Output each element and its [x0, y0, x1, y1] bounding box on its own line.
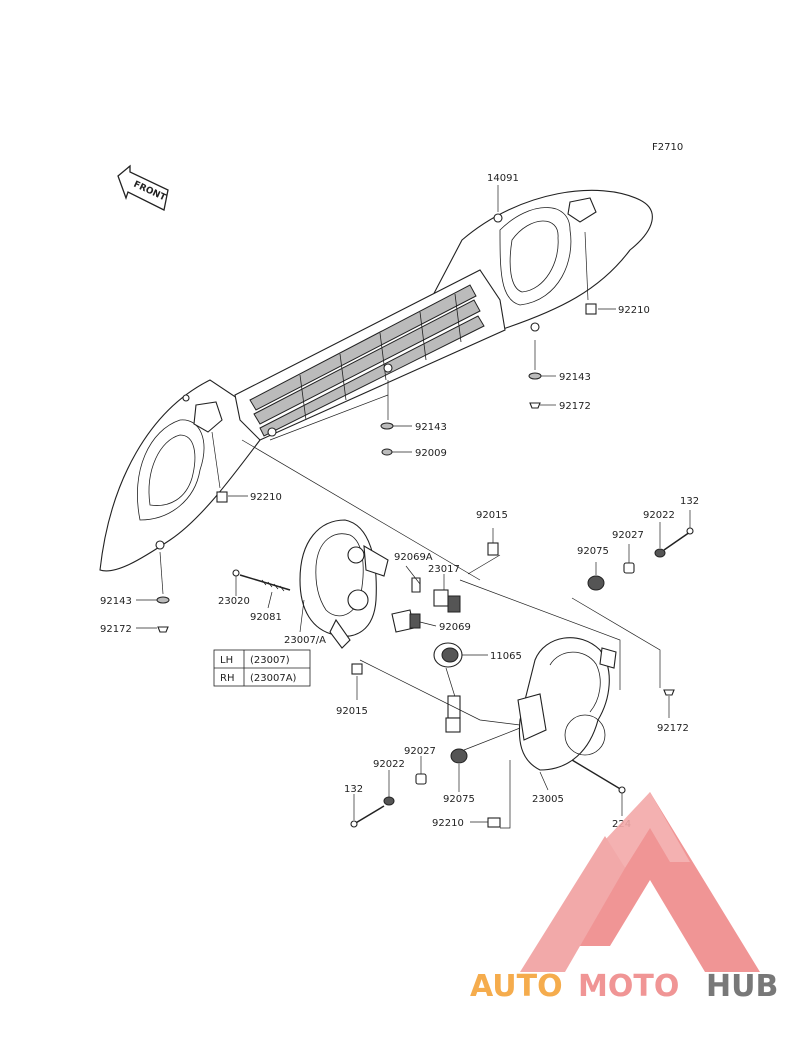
headlamp-rh-23005: [517, 637, 617, 771]
screw-132-b: [350, 805, 385, 828]
nut-92143-c: [156, 596, 170, 604]
callout-92027-a: 92027: [612, 530, 644, 541]
screw-92172-c: [157, 626, 169, 633]
callout-labels: 14091 92210 92143 92172 92143 92009 9221…: [100, 173, 699, 830]
callout-23007A: 23007/A: [284, 635, 326, 646]
collar-92027-b: [415, 773, 427, 785]
screw-92172-d: [663, 689, 675, 696]
callout-14091: 14091: [487, 173, 519, 184]
headlight-cowl: [99, 189, 653, 572]
automotohub-watermark: AUTO MOTO HUB: [470, 792, 778, 1004]
callout-92075-a: 92075: [577, 546, 609, 557]
callout-92015-a: 92015: [476, 510, 508, 521]
callout-92172-a: 92172: [559, 401, 591, 412]
bulb-92069a: [411, 577, 421, 593]
washer-92022-a: [654, 548, 666, 558]
callout-11065: 11065: [490, 651, 522, 662]
screw-92172-a: [529, 402, 541, 409]
callout-92022-a: 92022: [643, 510, 675, 521]
watermark-hub: HUB: [706, 969, 778, 1004]
callout-92210-c: 92210: [432, 818, 464, 829]
side-table-lh-label: LH: [220, 655, 233, 666]
callout-92027-b: 92027: [404, 746, 436, 757]
callout-92210-b: 92210: [250, 492, 282, 503]
side-table: LH (23007) RH (23007A): [213, 649, 311, 687]
socket-92069: [391, 609, 421, 633]
callout-92143-c: 92143: [100, 596, 132, 607]
clip-92210-b: [216, 491, 228, 503]
callout-132-a: 132: [680, 496, 699, 507]
clip-92015-a: [487, 542, 499, 556]
bulb-23017: [433, 589, 461, 613]
side-table-rh-part: (23007A): [250, 673, 297, 684]
socket-11065: [433, 642, 463, 668]
nut-92143-a: [528, 372, 542, 380]
grommet-92075-a: [587, 575, 605, 591]
grille-slats: [249, 284, 485, 437]
clip-92210-c: [487, 817, 501, 828]
side-table-lh-part: (23007): [250, 655, 290, 666]
watermark-moto: MOTO: [578, 969, 679, 1004]
washer-92022-b: [383, 796, 395, 806]
screw-132-a: [663, 527, 694, 551]
headlamp-lh-23007: [299, 519, 389, 649]
callout-92069A: 92069A: [394, 552, 433, 563]
callout-92009: 92009: [415, 448, 447, 459]
callout-92022-b: 92022: [373, 759, 405, 770]
clip-92210-a: [585, 303, 597, 315]
callout-92172-c: 92172: [100, 624, 132, 635]
figure-code: F2710: [652, 142, 683, 153]
callout-92210-a: 92210: [618, 305, 650, 316]
front-arrow-icon: FRONT: [117, 164, 169, 211]
callout-92143-b: 92143: [415, 422, 447, 433]
watermark-auto: AUTO: [470, 969, 563, 1004]
nut-92143-b: [380, 422, 394, 430]
screw-224: [571, 759, 626, 794]
triangle-logo-icon: [520, 792, 760, 972]
washer-92009: [381, 448, 393, 456]
grommet-23020: [232, 569, 240, 577]
screw-92081: [239, 574, 291, 592]
clip-92015-b: [351, 663, 363, 675]
callout-92075-b: 92075: [443, 794, 475, 805]
callout-92015-b: 92015: [336, 706, 368, 717]
callout-132-b: 132: [344, 784, 363, 795]
callout-92069: 92069: [439, 622, 471, 633]
callout-92081: 92081: [250, 612, 282, 623]
grommet-92075-b: [450, 748, 468, 764]
callout-23017: 23017: [428, 564, 460, 575]
wire-harness: [445, 667, 461, 733]
side-table-rh-label: RH: [220, 673, 234, 684]
callout-92143-a: 92143: [559, 372, 591, 383]
callout-23005: 23005: [532, 794, 564, 805]
callout-92172-d: 92172: [657, 723, 689, 734]
collar-92027-a: [623, 562, 635, 574]
callout-23020: 23020: [218, 596, 250, 607]
leader-lines: [136, 185, 691, 829]
